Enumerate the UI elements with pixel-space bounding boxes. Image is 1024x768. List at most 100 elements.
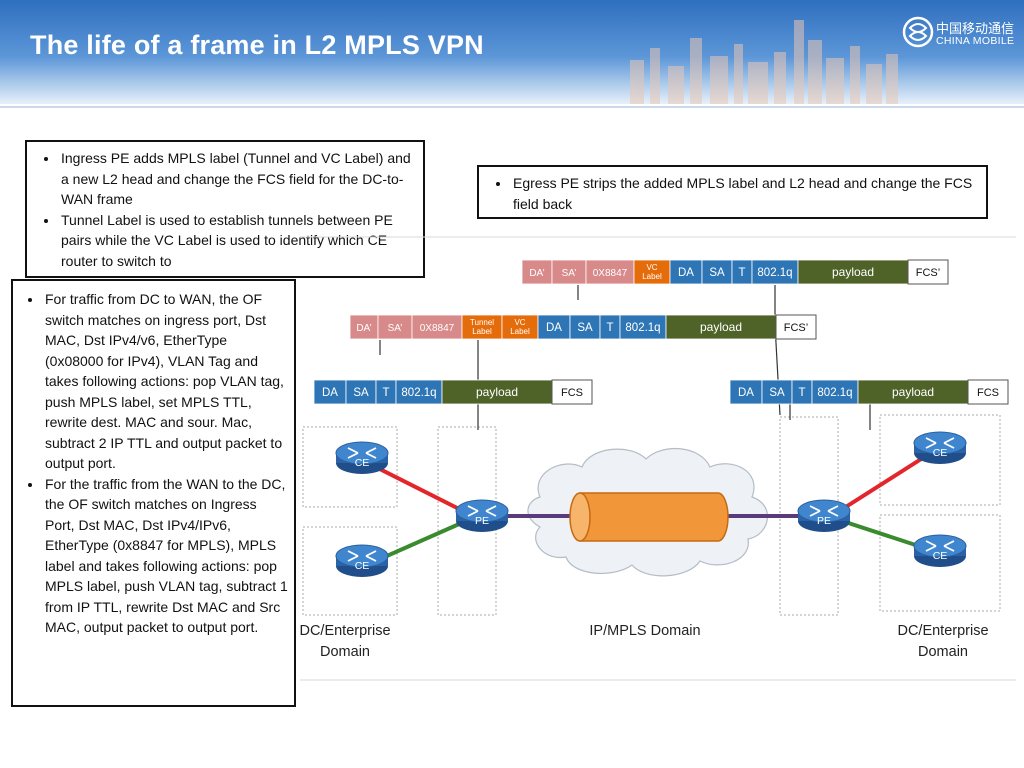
domain-label-center: IP/MPLS Domain — [589, 623, 700, 639]
frame-left: DA SA T 802.1q payload FCS — [313, 379, 593, 405]
logo-text-cn: 中国移动通信 — [936, 22, 1015, 37]
frame-field-box — [345, 379, 377, 405]
ingress-note-box: Ingress PE adds MPLS label (Tunnel and V… — [25, 140, 425, 278]
domain-label-right-line2: Domain — [918, 644, 968, 660]
frame-field-label: 802.1q — [401, 387, 436, 399]
pe-router-right: PE — [797, 499, 851, 532]
frame-field-box — [797, 259, 909, 285]
frame-field-label: payload — [892, 385, 934, 399]
frame-field-label: SA — [577, 322, 593, 334]
frame-field-box — [775, 314, 817, 340]
frame-field-box — [761, 379, 793, 405]
dc-zone-left-upper — [302, 426, 398, 508]
frame-field-box — [521, 259, 553, 285]
frame-field-box — [461, 314, 503, 340]
frame-field-label: DA — [738, 387, 754, 399]
router-label: CE — [355, 560, 370, 572]
frame-field-label: payload — [700, 320, 742, 334]
frame-field-label: VC — [514, 318, 525, 327]
router-arrows-icon — [809, 505, 839, 517]
frame-field-label: payload — [832, 265, 874, 279]
frame-field-label: T — [798, 387, 805, 399]
title-banner: The life of a frame in L2 MPLS VPN 中国移动通… — [0, 0, 1024, 104]
egress-note-box: Egress PE strips the added MPLS label an… — [477, 165, 988, 219]
router-label: PE — [817, 515, 831, 527]
frame-field-label: T — [382, 387, 389, 399]
frame-field-label: SA — [353, 387, 369, 399]
router-arrows-icon — [347, 550, 377, 562]
ce-router-left-upper: CE — [335, 441, 389, 474]
frame-field-label: Tunnel — [470, 318, 494, 327]
frame-field-box — [669, 259, 703, 285]
frame-field-label: T — [606, 322, 613, 334]
frame-field-label: SA — [709, 267, 725, 279]
frame-field-label: Label — [472, 327, 492, 336]
frame-field-box — [441, 379, 553, 405]
logo-text-en: CHINA MOBILE — [936, 35, 1015, 47]
network-diagram: CE CE PE PE CE CE DC/Enterprise Domain IP/MPL… — [300, 236, 1016, 681]
frame-field-box — [501, 314, 539, 340]
traffic-rules-box: For traffic from DC to WAN, the OF switc… — [11, 279, 296, 707]
frame-field-box — [313, 379, 347, 405]
router-label: CE — [355, 457, 370, 469]
frame-field-label: Label — [510, 327, 530, 336]
frame-field-label: SA’ — [562, 268, 577, 279]
frame-field-label: Label — [642, 272, 662, 281]
router-label: PE — [475, 515, 489, 527]
frame-field-label: payload — [476, 385, 518, 399]
frame-field-label: VC — [646, 263, 657, 272]
frame-field-label: FCS’ — [916, 267, 940, 279]
ingress-note-item: Tunnel Label is used to establish tunnel… — [59, 210, 415, 272]
frame-field-box — [811, 379, 859, 405]
frame-field-box — [633, 259, 671, 285]
frame-field-label: DA — [678, 267, 694, 279]
frame-field-label: 802.1q — [817, 387, 852, 399]
frame-field-label: DA — [546, 322, 562, 334]
china-mobile-logo-icon — [902, 16, 934, 48]
ce-router-right-upper: CE — [913, 431, 967, 464]
ce-router-right-lower: CE — [913, 534, 967, 567]
ce-router-left-lower: CE — [335, 544, 389, 577]
frame-field-label: DA — [322, 387, 338, 399]
frame-field-box — [551, 379, 593, 405]
frame-field-label: 0X8847 — [593, 268, 628, 279]
frame-field-box — [907, 259, 949, 285]
frame-field-box — [395, 379, 443, 405]
frame-field-box — [857, 379, 969, 405]
frame-right: DA SA T 802.1q payload FCS — [729, 379, 1009, 405]
frame-field-box — [411, 314, 463, 340]
dc-zone-left-lower — [302, 526, 398, 616]
frame-field-label: FCS — [977, 387, 999, 399]
router-arrows-icon — [925, 437, 955, 449]
title-separator — [0, 106, 1024, 108]
frame-field-box — [967, 379, 1009, 405]
city-skyline-image — [630, 20, 898, 104]
router-arrows-icon — [467, 505, 497, 517]
frame-field-label: SA — [769, 387, 785, 399]
frame-field-label: 802.1q — [625, 322, 660, 334]
traffic-rule-item: For traffic from DC to WAN, the OF switc… — [43, 289, 288, 474]
frame-field-label: FCS’ — [784, 322, 808, 334]
mpls-tunnel — [569, 492, 729, 542]
domain-label-right-line1: DC/Enterprise — [897, 623, 988, 639]
router-arrows-icon — [925, 540, 955, 552]
domain-label-left-line2: Domain — [320, 644, 370, 660]
egress-note-item: Egress PE strips the added MPLS label an… — [511, 173, 978, 214]
frame-field-label: 0X8847 — [420, 323, 455, 334]
frame-field-box — [537, 314, 571, 340]
frame-field-label: FCS — [561, 387, 583, 399]
ingress-note-item: Ingress PE adds MPLS label (Tunnel and V… — [59, 148, 415, 210]
domain-label-left-line1: DC/Enterprise — [300, 623, 391, 639]
dc-zone-right-upper — [879, 414, 1001, 506]
frame-field-label: 802.1q — [757, 267, 792, 279]
dc-zone-right-lower — [879, 514, 1001, 612]
frame-field-label: SA’ — [388, 323, 403, 334]
traffic-rule-item: For the traffic from the WAN to the DC, … — [43, 474, 288, 638]
frame-field-label: T — [738, 267, 745, 279]
frame-field-box — [665, 314, 777, 340]
frame-field-label: DA’ — [356, 323, 371, 334]
frame-field-box — [701, 259, 733, 285]
slide-title: The life of a frame in L2 MPLS VPN — [30, 30, 484, 60]
